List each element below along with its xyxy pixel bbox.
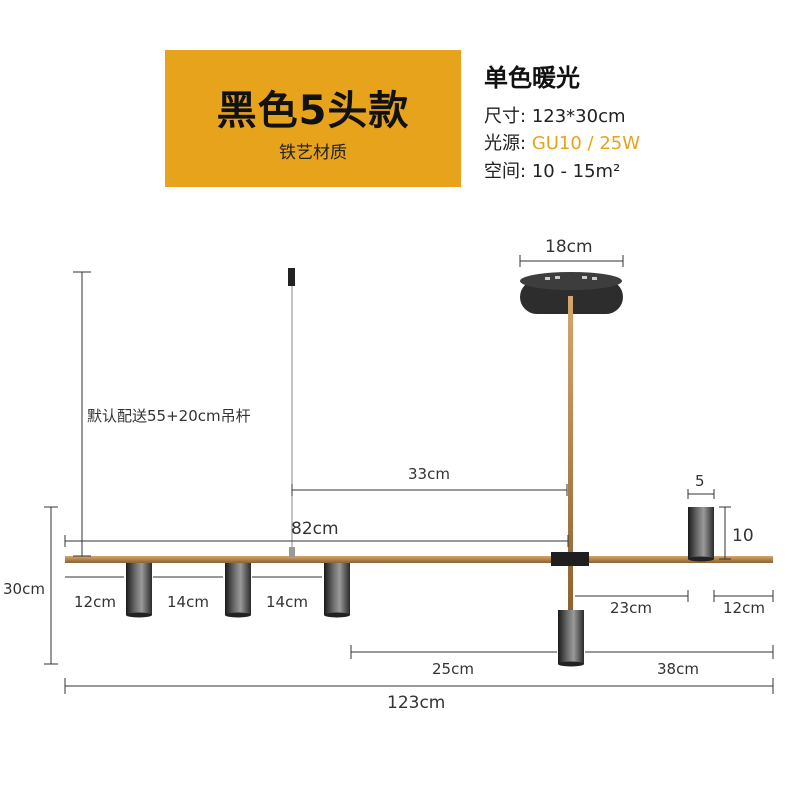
dim-lower-right: 38cm xyxy=(657,660,699,678)
spec-light-value: GU10 / 25W xyxy=(531,133,641,154)
spotlight-1 xyxy=(126,563,152,618)
dim-spot-width: 5 xyxy=(695,472,705,490)
dim-height-total: 30cm xyxy=(3,580,45,598)
dimension-lines xyxy=(44,255,774,694)
wire-clip xyxy=(289,547,295,557)
spec-size-value: 123*30cm xyxy=(531,106,626,127)
spotlight-2 xyxy=(225,563,251,618)
spec-size: 尺寸: 123*30cm xyxy=(484,102,626,128)
spec-space-value: 10 - 15m² xyxy=(531,161,621,182)
spec-title: 单色暖光 xyxy=(484,64,580,92)
product-material: 铁艺材质 xyxy=(279,143,347,163)
bar-joint xyxy=(551,552,589,566)
dim-gap-2: 14cm xyxy=(167,593,209,611)
spec-light: 光源: GU10 / 25W xyxy=(484,129,640,155)
wire-grip-icon xyxy=(288,268,295,286)
spotlight-4 xyxy=(558,610,584,667)
product-title: 黑色5头款 xyxy=(216,88,410,134)
title-box: 黑色5头款 铁艺材质 xyxy=(165,50,461,187)
dim-total-length: 123cm xyxy=(387,693,446,713)
dim-right-gap-2: 12cm xyxy=(723,599,765,617)
dim-gap-3: 14cm xyxy=(266,593,308,611)
spec-space-label: 空间: xyxy=(484,161,527,182)
dim-bar-left: 82cm xyxy=(291,519,339,539)
lamp-bar xyxy=(65,556,773,563)
lamp-stem xyxy=(568,296,573,612)
spec-space: 空间: 10 - 15m² xyxy=(484,157,620,183)
dim-lower-left: 25cm xyxy=(432,660,474,678)
dim-gap-1: 12cm xyxy=(74,593,116,611)
dim-wire-to-stem: 33cm xyxy=(408,465,450,483)
spec-light-label: 光源: xyxy=(484,133,527,154)
dim-rod: 默认配送55+20cm吊杆 xyxy=(87,407,251,425)
dim-canopy: 18cm xyxy=(545,237,593,257)
spotlight-3 xyxy=(324,563,350,618)
spotlight-5 xyxy=(688,507,714,562)
dim-spot-height: 10 xyxy=(732,526,754,546)
dim-right-gap-1: 23cm xyxy=(610,599,652,617)
spec-size-label: 尺寸: xyxy=(484,106,527,127)
